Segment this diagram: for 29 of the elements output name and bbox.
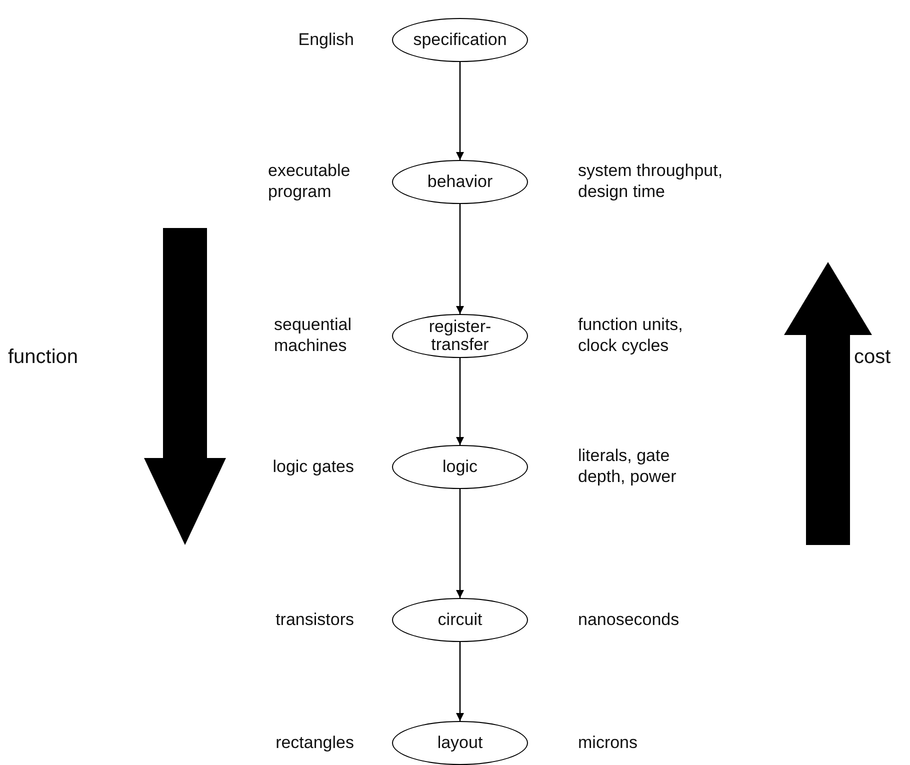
metric-text: system throughput, design time (578, 160, 724, 202)
stage-ellipse (392, 445, 528, 489)
stage-ellipse (392, 314, 528, 358)
arrow (456, 489, 464, 598)
representation-text: executable program (268, 160, 352, 202)
metric-text: literals, gate depth, power (578, 445, 678, 487)
representation-text: rectangles (276, 732, 354, 753)
metric-text: microns (578, 732, 638, 753)
stage-name: logic (442, 458, 478, 476)
stage-ellipse (392, 598, 528, 642)
arrow (456, 642, 464, 721)
representation-text: logic gates (272, 456, 354, 477)
metric-text: function units, clock cycles (578, 314, 684, 356)
representation-text: sequential machines (274, 314, 353, 356)
stage-name: layout (437, 734, 483, 752)
arrow (456, 62, 464, 160)
stage-name: circuit (438, 611, 482, 629)
representation-text: English (298, 29, 354, 50)
stage-ellipse (392, 721, 528, 765)
metric-text: nanoseconds (578, 609, 680, 630)
stage-ellipse (392, 18, 528, 62)
stage-name: behavior (427, 173, 493, 191)
stage-name: register-transfer (428, 318, 492, 354)
arrow (456, 204, 464, 314)
stage-ellipse (392, 160, 528, 204)
axis-label: function (8, 346, 78, 369)
stage-name: specification (413, 31, 507, 49)
representation-text: transistors (276, 609, 354, 630)
axis-label: cost (854, 346, 891, 369)
